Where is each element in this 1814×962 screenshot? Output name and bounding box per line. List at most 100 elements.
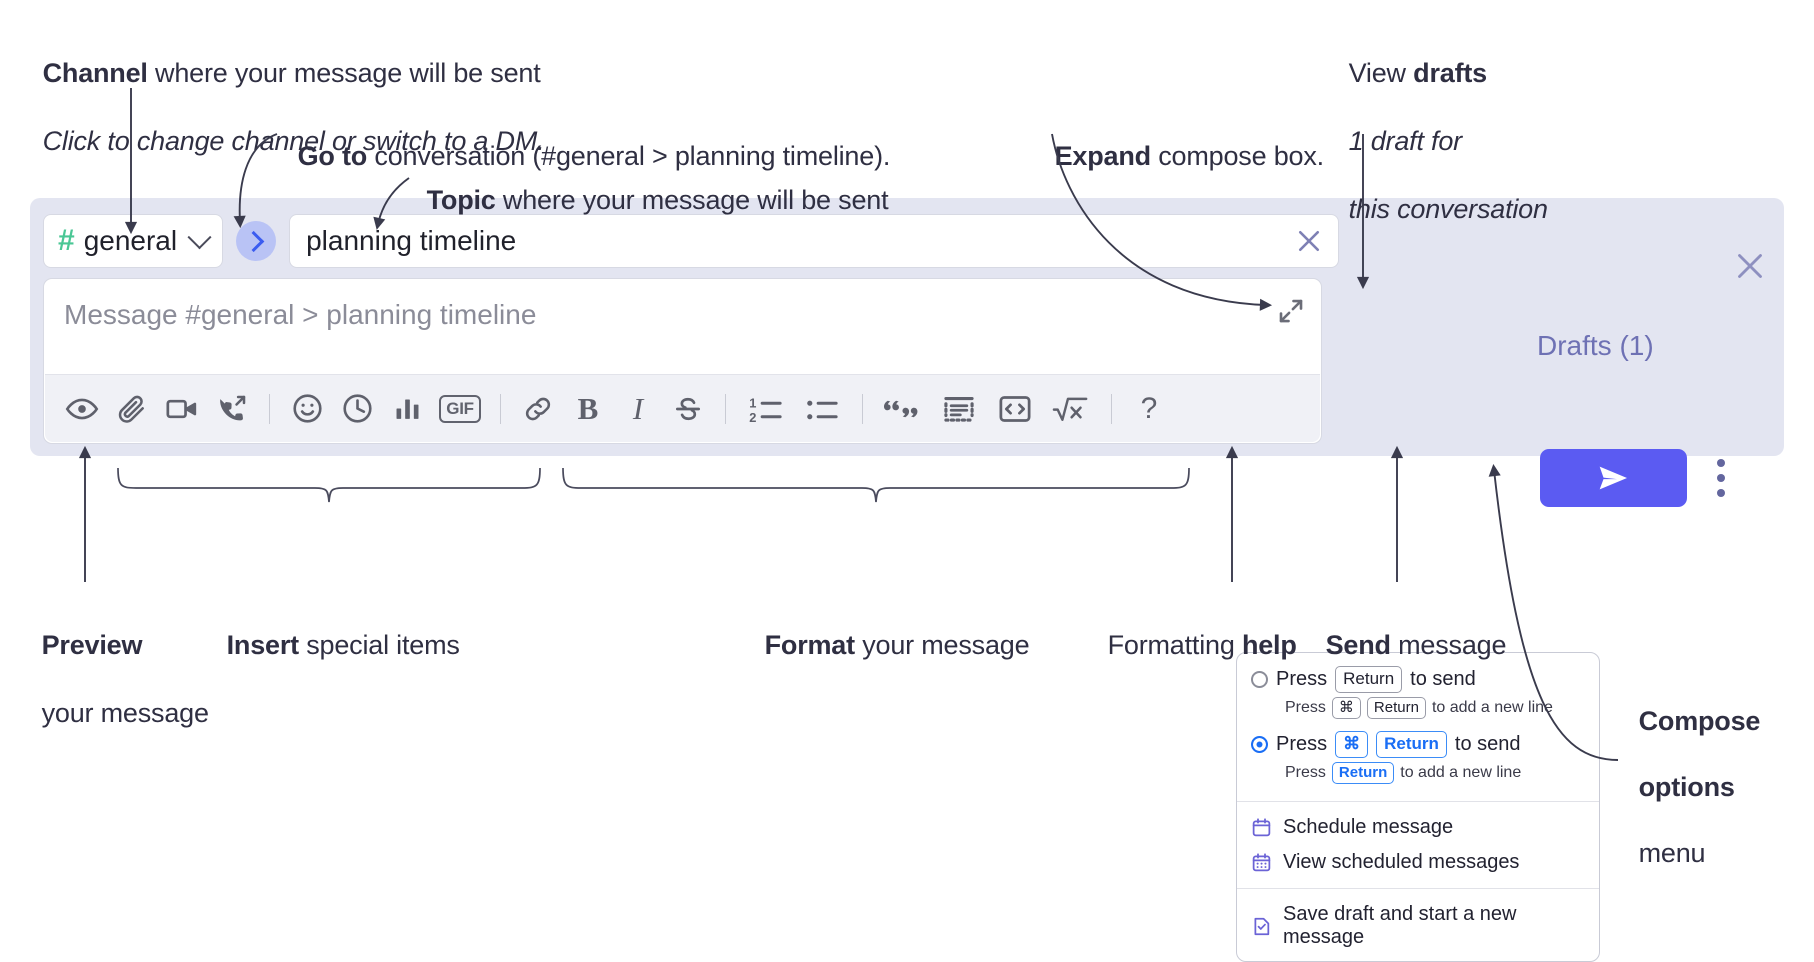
- goto-conversation-button[interactable]: [236, 221, 277, 261]
- annotation-topic: Topic where your message will be sent: [412, 149, 889, 217]
- italic-label: I: [632, 390, 644, 426]
- save-draft-label: Save draft and start a new message: [1283, 903, 1517, 949]
- document-check-icon: [1251, 916, 1272, 937]
- compose-header-row: # general planning timeline: [43, 212, 1340, 270]
- opt1-tail: to send: [1410, 667, 1476, 690]
- menu-divider-2: [1237, 888, 1599, 890]
- annotation-format: Format your message: [750, 594, 1030, 662]
- clock-icon[interactable]: [332, 384, 382, 434]
- topic-input[interactable]: planning timeline: [289, 214, 1340, 268]
- separator-3: [725, 393, 726, 424]
- link-icon[interactable]: [513, 384, 563, 434]
- annotation-help-bold: help: [1241, 630, 1297, 661]
- dot-3: [1717, 489, 1725, 497]
- annotation-channel-sub: Click to change channel or switch to a D…: [42, 126, 545, 157]
- video-camera-icon[interactable]: [157, 384, 207, 434]
- opt2-sub-press: Press: [1285, 764, 1326, 782]
- annotation-send-bold: Send: [1325, 630, 1391, 661]
- separator-4: [862, 393, 863, 424]
- opt2-key-return: Return: [1376, 731, 1447, 759]
- view-scheduled-item[interactable]: View scheduled messages: [1237, 845, 1599, 880]
- annotation-preview-bold: Preview: [41, 630, 143, 661]
- menu-divider-1: [1237, 801, 1599, 803]
- formatting-toolbar: GIF B I: [45, 374, 1320, 442]
- dot-2: [1717, 474, 1725, 482]
- message-input-box[interactable]: Message #general > planning timeline: [43, 278, 1322, 444]
- bar-chart-icon[interactable]: [382, 384, 432, 434]
- separator-5: [1111, 393, 1112, 424]
- strikethrough-icon[interactable]: [663, 384, 713, 434]
- annotation-send: Send message: [1311, 594, 1507, 662]
- annotation-compose-l3: menu: [1638, 837, 1706, 868]
- opt2-key-cmd: ⌘: [1335, 731, 1369, 759]
- topic-clear-button[interactable]: [1290, 222, 1328, 260]
- preview-button[interactable]: [57, 384, 107, 434]
- annotation-expand-bold: Expand: [1054, 141, 1152, 172]
- chevron-down-icon: [187, 224, 212, 249]
- opt2-press: Press: [1276, 733, 1328, 756]
- paper-plane-icon: [1599, 466, 1627, 490]
- annotation-goto-bold: Go to: [297, 141, 368, 172]
- annotation-preview-line2: your message: [41, 698, 209, 729]
- ordered-list-icon[interactable]: 1 2: [738, 384, 794, 434]
- quote-icon[interactable]: [875, 384, 931, 434]
- close-icon[interactable]: [1732, 248, 1768, 284]
- opt1-key-return: Return: [1335, 666, 1403, 693]
- schedule-message-item[interactable]: Schedule message: [1237, 810, 1599, 845]
- annotation-drafts: View drafts 1 draft for this conversatio…: [1334, 22, 1548, 226]
- expand-icon[interactable]: [1273, 293, 1309, 329]
- annotation-goto: Go to conversation (#general > planning …: [283, 105, 891, 173]
- annotation-drafts-sub1: 1 draft for: [1348, 126, 1463, 157]
- annotation-drafts-lead: View: [1348, 58, 1414, 89]
- annotation-insert: Insert special items: [212, 594, 460, 662]
- compose-inner: # general planning timeline Message #gen…: [43, 212, 1343, 444]
- bold-label: B: [577, 390, 599, 426]
- separator-2: [500, 393, 501, 424]
- channel-selector[interactable]: # general: [43, 214, 224, 268]
- annotation-channel: Channel where your message will be sent …: [28, 22, 545, 158]
- attach-button[interactable]: [107, 384, 157, 434]
- hash-icon: #: [58, 224, 75, 257]
- chevron-right-icon: [242, 230, 264, 252]
- radio-cmd-return[interactable]: [1251, 736, 1268, 754]
- more-options-icon[interactable]: [1706, 452, 1736, 504]
- opt1-sub-key-cmd: ⌘: [1331, 696, 1361, 720]
- question-mark-icon[interactable]: ?: [1124, 384, 1174, 434]
- bold-icon[interactable]: B: [563, 384, 613, 434]
- channel-name: general: [83, 225, 178, 256]
- drafts-link[interactable]: Drafts (1): [1537, 330, 1654, 361]
- inline-code-icon[interactable]: [987, 384, 1043, 434]
- save-draft-item[interactable]: Save draft and start a new message: [1237, 897, 1599, 955]
- annotation-expand-rest: compose box.: [1150, 141, 1324, 172]
- bulleted-list-icon[interactable]: [794, 384, 850, 434]
- gif-icon[interactable]: GIF: [432, 384, 488, 434]
- emoji-smiley-icon[interactable]: [282, 384, 332, 434]
- compose-panel: # general planning timeline Message #gen…: [30, 198, 1784, 456]
- italic-icon[interactable]: I: [613, 384, 663, 434]
- annotation-channel-rest: where your message will be sent: [147, 58, 541, 89]
- send-button[interactable]: [1540, 449, 1687, 507]
- annotation-preview: Preview your message: [27, 594, 209, 730]
- annotation-drafts-sub2: this conversation: [1348, 194, 1548, 225]
- annotation-goto-rest: conversation (#general > planning timeli…: [367, 141, 891, 172]
- opt2-sub-key-return: Return: [1331, 762, 1395, 785]
- svg-text:1: 1: [749, 395, 756, 410]
- annotation-insert-rest: special items: [298, 630, 460, 661]
- calendar-grid-icon: [1251, 852, 1272, 873]
- schedule-message-label: Schedule message: [1283, 816, 1454, 839]
- send-option-cmd-return[interactable]: Press ⌘ Return to send Press Return to a…: [1237, 728, 1599, 793]
- annotation-topic-rest: where your message will be sent: [495, 185, 889, 216]
- annotation-topic-bold: Topic: [426, 185, 496, 216]
- phone-arrow-icon[interactable]: [207, 384, 257, 434]
- separator-1: [269, 393, 270, 424]
- code-block-icon[interactable]: [931, 384, 987, 434]
- dot-1: [1717, 459, 1725, 467]
- send-option-return[interactable]: Press Return to send Press ⌘ Return to a…: [1237, 663, 1599, 728]
- help-label: ?: [1140, 391, 1158, 425]
- annotation-compose-l2: options: [1638, 771, 1735, 802]
- square-root-icon[interactable]: [1043, 384, 1099, 434]
- annotation-format-rest: your message: [854, 630, 1030, 661]
- radio-return[interactable]: [1251, 670, 1268, 688]
- opt2-sub-tail: to add a new line: [1400, 764, 1522, 782]
- annotation-drafts-bold: drafts: [1413, 58, 1487, 89]
